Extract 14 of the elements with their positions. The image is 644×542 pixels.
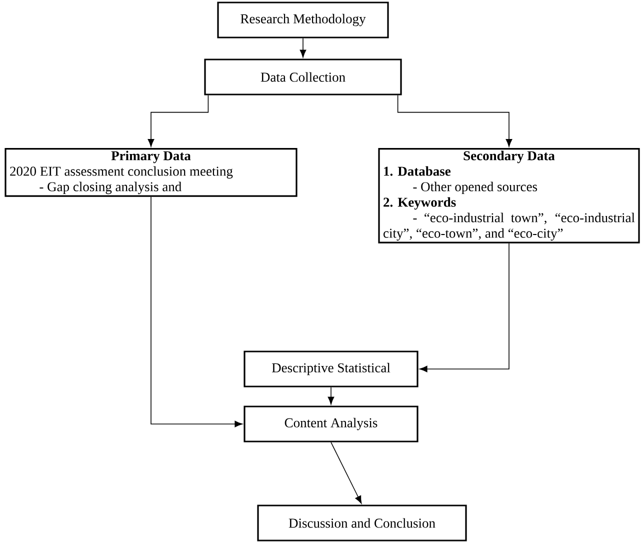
- process-box: Data Collection: [204, 58, 402, 96]
- arrow: [420, 242, 510, 372]
- process-box: Research Methodology: [217, 2, 389, 38]
- arrow: [150, 196, 243, 428]
- arrow: [300, 38, 306, 58]
- process-box: Content Analysis: [244, 406, 418, 442]
- arrow: [148, 94, 209, 147]
- process-box: Descriptive Statistical: [244, 350, 418, 388]
- arrow: [328, 386, 334, 404]
- arrow: [397, 94, 512, 147]
- arrow: [330, 442, 362, 504]
- process-box: Primary Data 2020 EIT assessment conclusion meeting - Gap closing analysis and: [4, 148, 298, 197]
- process-box: Secondary Data 1. Database - Other opened sources 2. Keywords - “eco-industrial town”, “eco-industrial city”, “eco-town”, and “eco-city”: [378, 148, 640, 244]
- process-box: Discussion and Conclusion: [257, 504, 467, 542]
